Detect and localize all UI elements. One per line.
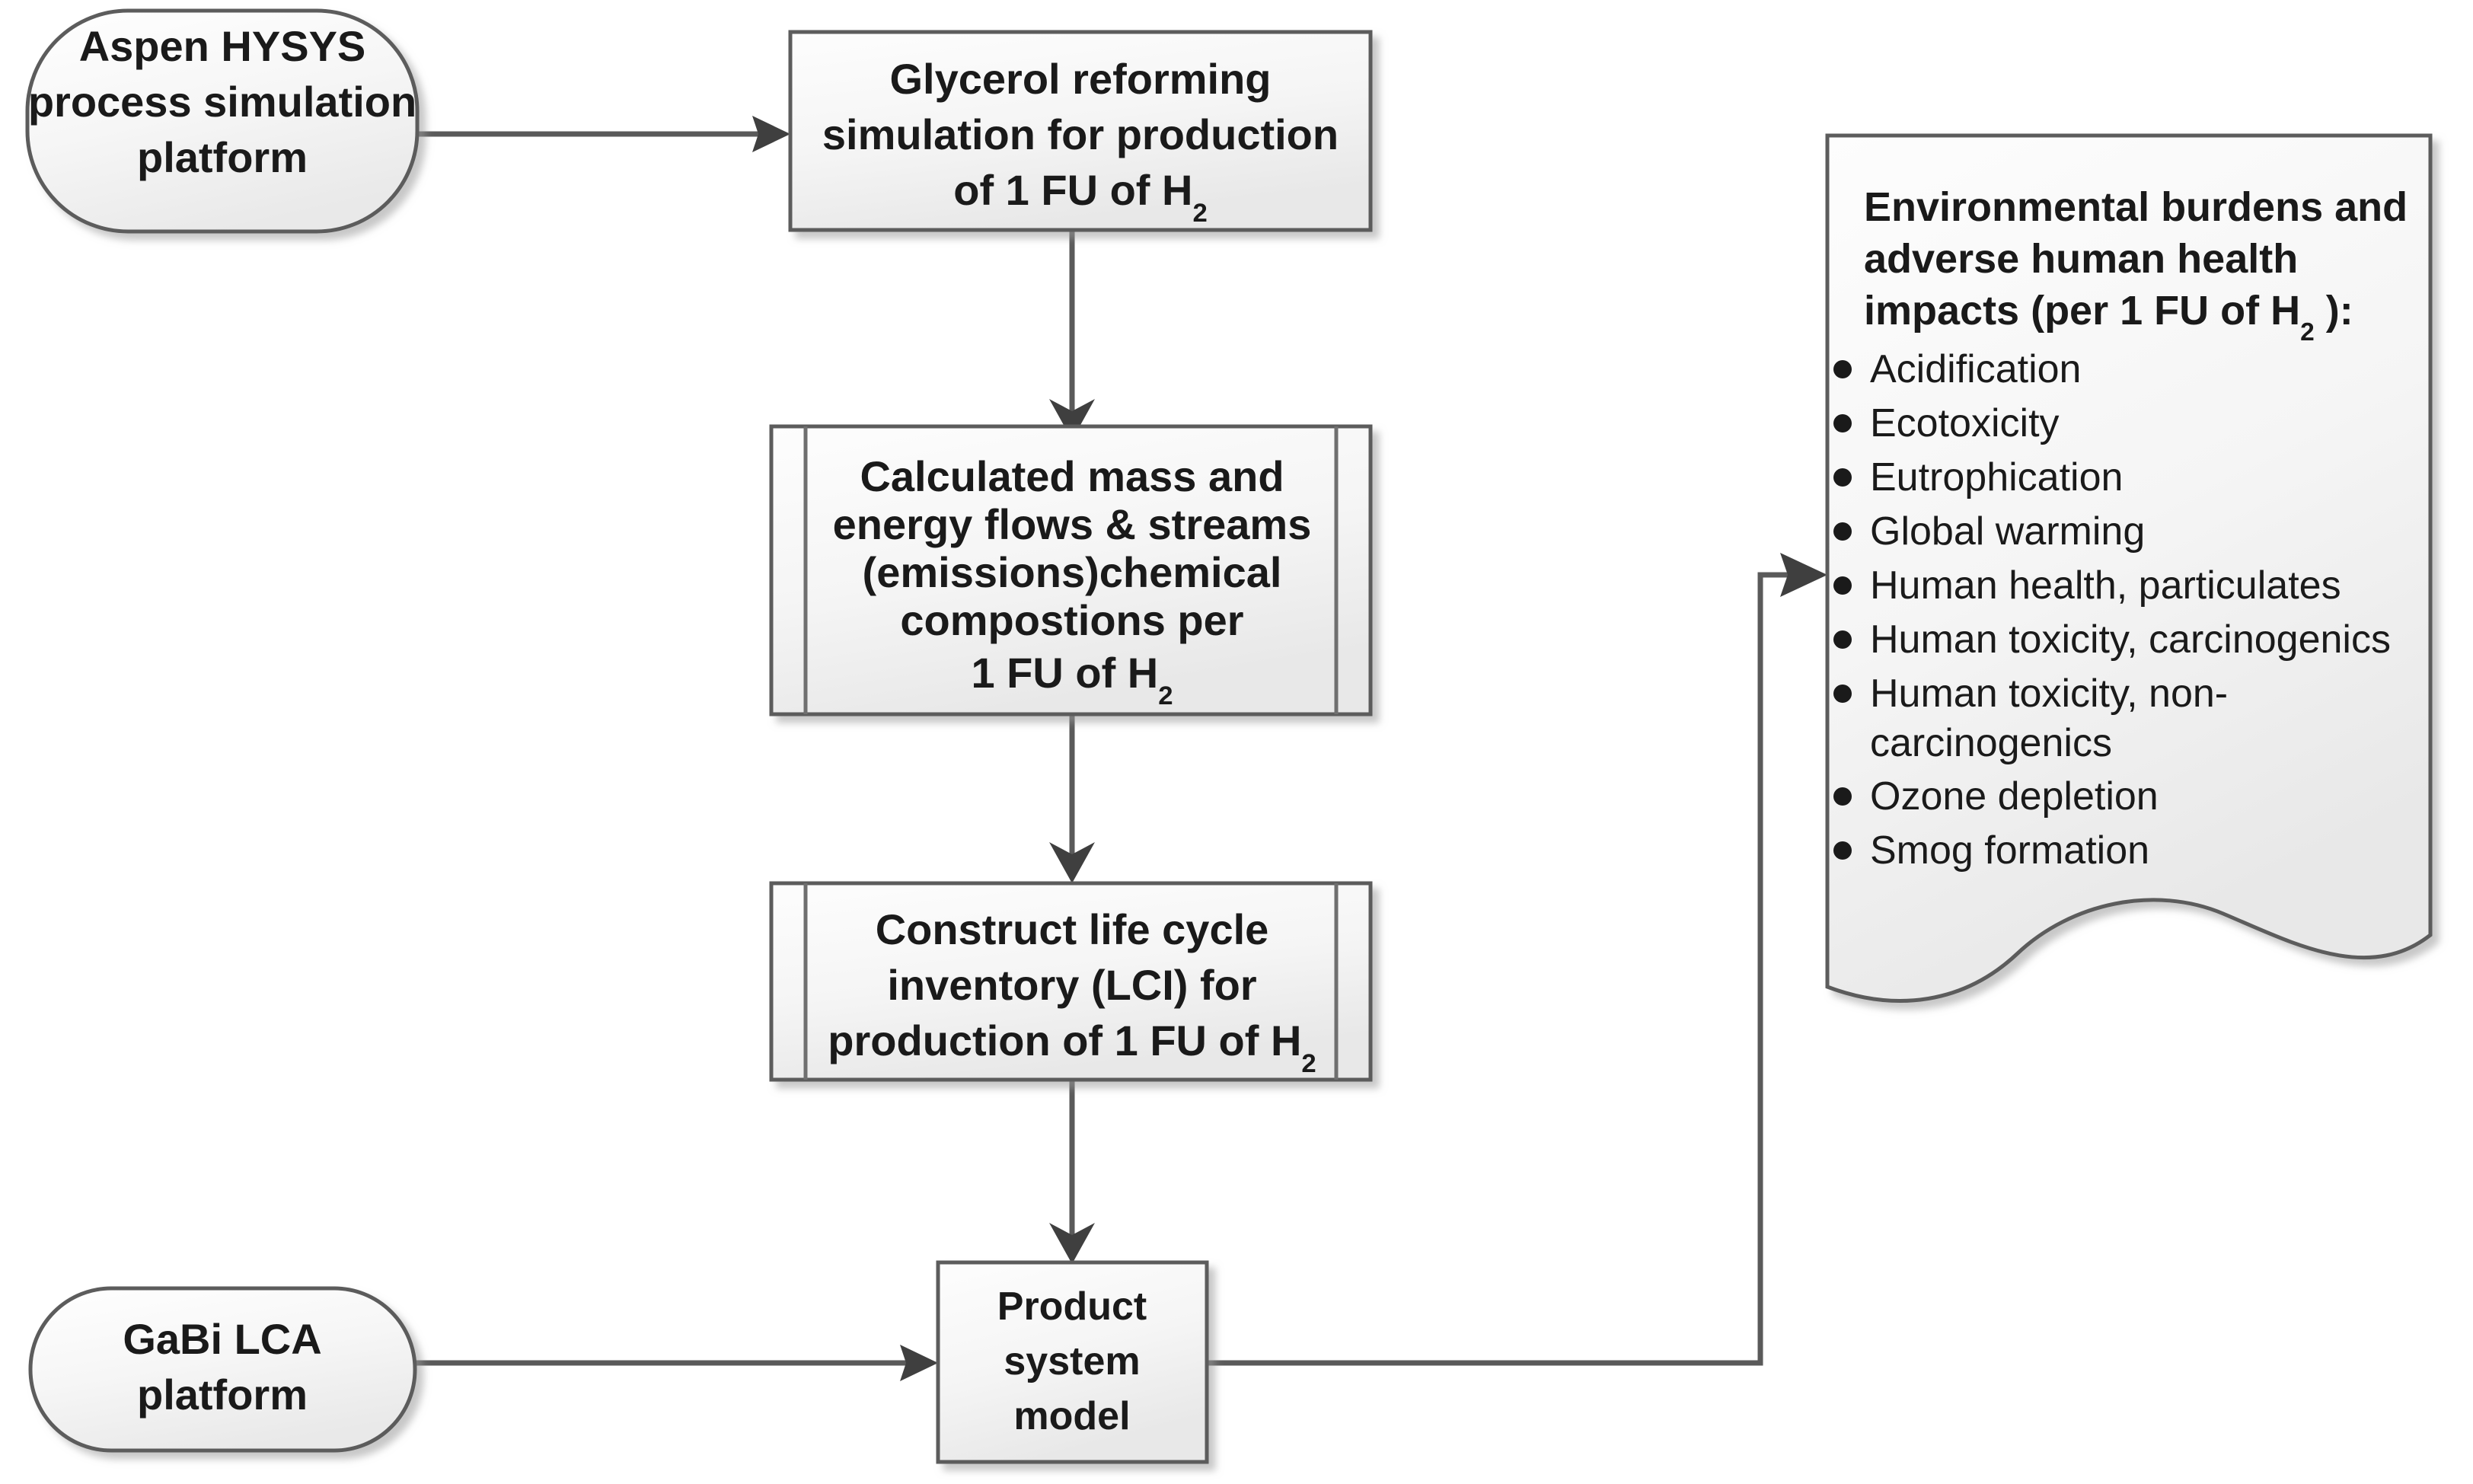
calculated-flows-line-4: compostions per <box>900 596 1243 644</box>
calculated-flows-line-5-main: 1 FU of H <box>971 649 1158 697</box>
list-item: Human toxicity, carcinogenics <box>1833 618 2391 662</box>
bullet-icon <box>1833 841 1852 860</box>
product-system-model-shape <box>936 1260 1209 1464</box>
glycerol-simulation-line-3-main: of 1 FU of H <box>953 166 1192 214</box>
connector-glycerol-to-calculated <box>1049 230 1095 440</box>
aspen-platform-line-2: process simulation <box>28 78 416 126</box>
gabi-platform-line-1: GaBi LCA <box>123 1315 321 1363</box>
connector-aspen-to-glycerol <box>417 116 790 152</box>
aspen-platform-shape <box>25 8 420 234</box>
impact-item-human-toxicity-carcinogenics: Human toxicity, carcinogenics <box>1870 618 2391 662</box>
list-item: Smog formation <box>1833 828 2149 873</box>
product-system-model-line-3: model <box>1013 1394 1130 1438</box>
list-item: Global warming <box>1833 509 2145 554</box>
impact-item-global-warming: Global warming <box>1870 509 2145 554</box>
gabi-platform-line-2: platform <box>137 1371 308 1419</box>
connector-product-system-to-results <box>1207 553 1827 1366</box>
node-calculated-flows[interactable]: Calculated mass and energy flows & strea… <box>769 424 1373 716</box>
construct-lci-shape <box>769 881 1373 1082</box>
list-item: Human toxicity, non- carcinogenics <box>1833 672 2228 765</box>
aspen-platform-line-1: Aspen HYSYS <box>79 22 366 70</box>
calculated-flows-line-5: 1 FU of H2 <box>971 649 1173 710</box>
list-item: Ozone depletion <box>1833 774 2159 819</box>
results-heading-line-3: impacts (per 1 FU of H2 ): <box>1864 288 2353 346</box>
calculated-flows-shape <box>769 424 1373 716</box>
calculated-flows-line-3: (emissions)chemical <box>863 548 1282 596</box>
node-construct-lci[interactable]: Construct life cycle inventory (LCI) for… <box>769 881 1373 1082</box>
impact-item-eutrophication: Eutrophication <box>1870 455 2123 499</box>
node-gabi-lca-platform[interactable]: GaBi LCA platform <box>28 1286 417 1453</box>
impact-item-human-health-particulates: Human health, particulates <box>1870 563 2341 608</box>
glycerol-simulation-line-3: of 1 FU of H2 <box>953 166 1208 228</box>
construct-lci-line-1: Construct life cycle <box>876 905 1269 953</box>
list-item: Acidification <box>1833 347 2081 391</box>
impact-item-ecotoxicity: Ecotoxicity <box>1870 401 2060 445</box>
impact-item-acidification: Acidification <box>1870 347 2081 391</box>
impact-item-smog-formation: Smog formation <box>1870 828 2149 873</box>
connector-lci-to-product-system <box>1049 1080 1095 1264</box>
glycerol-simulation-line-3-subscript: 2 <box>1192 199 1207 228</box>
calculated-flows-line-2: energy flows & streams <box>833 500 1312 548</box>
bullet-icon <box>1833 468 1852 487</box>
bullet-icon <box>1833 522 1852 541</box>
calculated-flows-line-5-subscript: 2 <box>1158 681 1173 710</box>
product-system-model-line-2: system <box>1004 1339 1140 1383</box>
results-heading-line-3-subscript: 2 <box>2300 318 2315 346</box>
connector-calculated-to-lci <box>1049 714 1095 883</box>
bullet-icon <box>1833 685 1852 703</box>
glycerol-simulation-line-1: Glycerol reforming <box>889 55 1271 103</box>
gabi-platform-shape <box>28 1286 417 1453</box>
bullet-icon <box>1833 576 1852 595</box>
bullet-icon <box>1833 787 1852 806</box>
node-product-system-model[interactable]: Product system model <box>936 1260 1209 1464</box>
list-item: Eutrophication <box>1833 455 2123 499</box>
aspen-platform-line-3: platform <box>137 133 308 181</box>
results-heading-line-1: Environmental burdens and <box>1864 184 2408 230</box>
list-item: Ecotoxicity <box>1833 401 2060 445</box>
node-results-document[interactable]: Environmental burdens and adverse human … <box>1825 133 2433 1003</box>
construct-lci-line-3-subscript: 2 <box>1301 1049 1316 1078</box>
bullet-icon <box>1833 360 1852 378</box>
impact-item-ozone-depletion: Ozone depletion <box>1870 774 2159 819</box>
construct-lci-line-3: production of 1 FU of H2 <box>828 1016 1316 1078</box>
construct-lci-line-3-main: production of 1 FU of H <box>828 1016 1301 1064</box>
results-heading-line-3-prefix: impacts (per 1 FU of H <box>1864 288 2300 334</box>
node-glycerol-reforming-simulation[interactable]: Glycerol reforming simulation for produc… <box>788 30 1373 232</box>
glycerol-simulation-line-2: simulation for production <box>822 110 1339 158</box>
node-aspen-hysys-platform[interactable]: Aspen HYSYS process simulation platform <box>25 8 420 234</box>
connector-gabi-to-product-system <box>415 1345 938 1381</box>
bullet-icon <box>1833 414 1852 432</box>
results-heading-line-2: adverse human health <box>1864 236 2298 282</box>
impact-item-human-toxicity-non-carcinogenics-line-2: carcinogenics <box>1870 721 2112 765</box>
results-heading-line-3-suffix: ): <box>2315 288 2353 334</box>
calculated-flows-line-1: Calculated mass and <box>860 452 1284 500</box>
glycerol-simulation-shape <box>788 30 1373 232</box>
product-system-model-line-1: Product <box>997 1285 1147 1329</box>
list-item: Human health, particulates <box>1833 563 2341 608</box>
impact-item-human-toxicity-non-carcinogenics-line-1: Human toxicity, non- <box>1870 672 2228 716</box>
results-document-shape <box>1825 133 2433 1003</box>
results-impact-list: Acidification Ecotoxicity Eutrophication… <box>1833 347 2391 873</box>
construct-lci-line-2: inventory (LCI) for <box>887 961 1256 1009</box>
bullet-icon <box>1833 630 1852 649</box>
